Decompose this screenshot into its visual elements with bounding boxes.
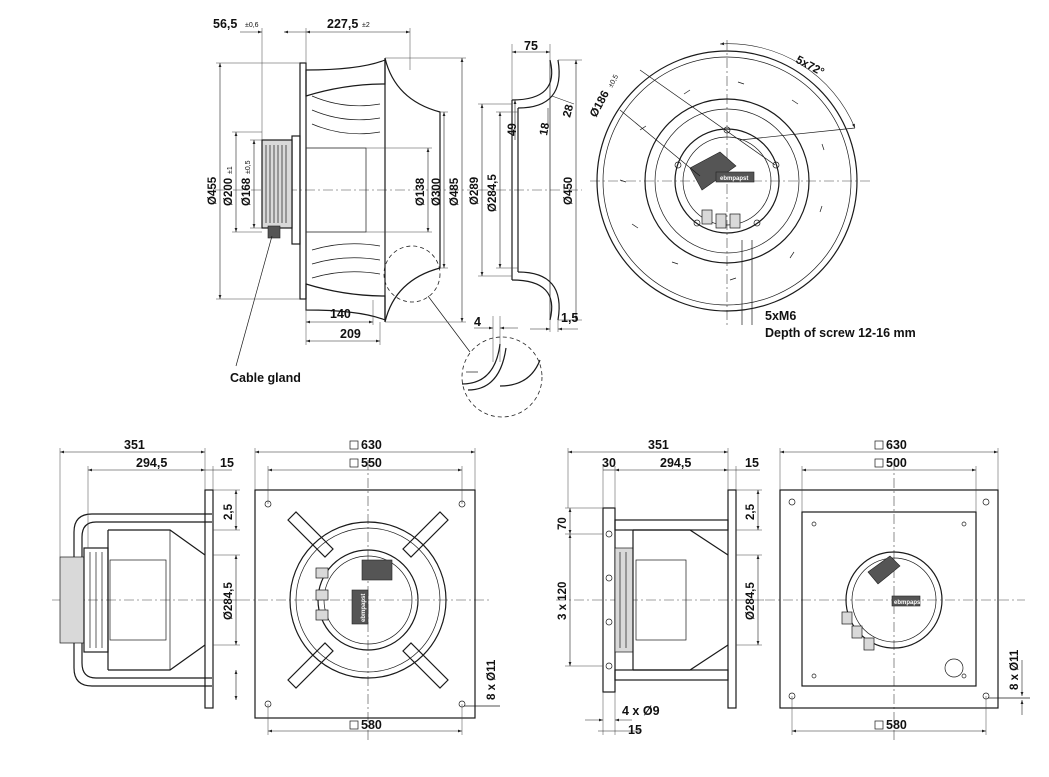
screw-depth-label: Depth of screw 12-16 mm [765,326,916,340]
square-symbol-icon [349,440,359,450]
dim-dia-168: Ø168 [241,177,253,206]
dim-square-580: 580 [886,718,907,732]
bottom-right-front-view: ebmpapst 8 x Ø11 630 500 580 [765,438,1030,740]
detail-zoom-view: 4 [461,315,543,418]
brand-logo-text: ebmpapst [894,600,922,606]
top-inlet-ring: 75 28 18 49 Ø289 Ø284,5 Ø450 1,5 [469,39,582,332]
dim-r-28: 28 [561,103,576,119]
dim-flange-15: 15 [220,456,234,470]
brand-logo-text: ebmpapst [720,176,748,182]
dim-dia-485: Ø485 [449,177,461,206]
dim-ring-depth: 75 [524,39,538,53]
dim-d-70: 70 [557,517,569,530]
dim-dia-138: Ø138 [415,177,427,206]
dim-holes-4x9: 4 x Ø9 [622,704,660,718]
dim-dia-200-tol: ±1 [227,166,234,174]
dim-overall-length-tol: ±2 [362,22,370,29]
dim-dia-284: Ø284,5 [487,174,499,212]
dim-length-351: 351 [648,438,669,452]
bottom-right-side-view: 351 30 294,5 15 70 3 x 120 2,5 Ø284,5 4 … [556,438,765,737]
dim-len-140: 140 [330,307,351,321]
dim-square-630: 630 [886,438,907,452]
dim-overall-length: 227,5 [327,17,358,31]
bottom-left-front-view: ebmpapst 630 550 580 [240,438,500,740]
square-symbol-icon [874,458,884,468]
top-side-view: 56,5 ±0,6 227,5 ±2 Ø455 Ø200 ±1 Ø168 ±0,… [207,17,471,385]
dim-dia-450: Ø450 [563,177,575,205]
cable-gland-icon [267,225,281,239]
dim-bolt-circle-tol: ±0,5 [608,74,621,89]
dim-square-550: 550 [361,456,382,470]
square-symbol-icon [349,720,359,730]
dim-dia-300: Ø300 [431,178,443,206]
cable-gland-icon [841,611,875,651]
motor-cooling-fins-icon [265,145,287,223]
cable-gland-label: Cable gland [230,371,301,385]
dim-dia-200: Ø200 [223,178,235,206]
brand-logo-text: ebmpapst [361,594,367,622]
dim-bottom-15: 15 [628,723,642,737]
dim-bolt-circle: Ø186 [588,89,612,119]
dim-square-500: 500 [886,456,907,470]
dim-d-25: 2,5 [223,503,235,520]
dim-r-49: 49 [507,123,519,136]
dim-angle: 5x72° [794,54,827,79]
square-symbol-icon [349,458,359,468]
dim-dia-284: Ø284,5 [223,582,235,620]
dim-gap-4: 4 [474,315,481,329]
motor-fins-icon [619,552,627,648]
dim-length-351: 351 [124,438,145,452]
diagonal-strut-icon [287,511,449,689]
dim-offset-left: 56,5 [213,17,237,31]
dim-pitch-3x120: 3 x 120 [557,582,569,620]
square-symbol-icon [874,720,884,730]
square-symbol-icon [874,440,884,450]
dim-screws: 5xM6 [765,309,796,323]
dim-square-630: 630 [361,438,382,452]
dim-dia-168-tol: ±0,5 [245,160,252,174]
dim-length-294: 294,5 [660,456,691,470]
impeller-blades-icon [311,95,381,279]
dim-flange-15: 15 [745,456,759,470]
bottom-left-side-view: 351 294,5 15 2,5 Ø284,5 8 x Ø11 [52,438,498,709]
cable-gland-icon [315,567,329,621]
dim-d-25: 2,5 [745,503,757,520]
dim-square-580: 580 [361,718,382,732]
dim-holes-8x11: 8 x Ø11 [486,659,498,700]
top-front-view: ebmpapst Ø186 ±0,5 5x72° 5xM6 Depth of s… [588,40,916,340]
dim-thickness: 1,5 [561,311,578,325]
dim-holes-8x11: 8 x Ø11 [1009,649,1021,690]
motor-fins-icon [89,552,103,648]
dim-len-209: 209 [340,327,361,341]
dim-r-18: 18 [538,121,552,136]
dim-d-30: 30 [602,456,616,470]
dim-dia-289: Ø289 [469,177,481,205]
dim-dia-455: Ø455 [207,176,219,205]
dim-dia-284: Ø284,5 [745,582,757,620]
dim-offset-left-tol: ±0,6 [245,22,259,29]
dim-length-294: 294,5 [136,456,167,470]
